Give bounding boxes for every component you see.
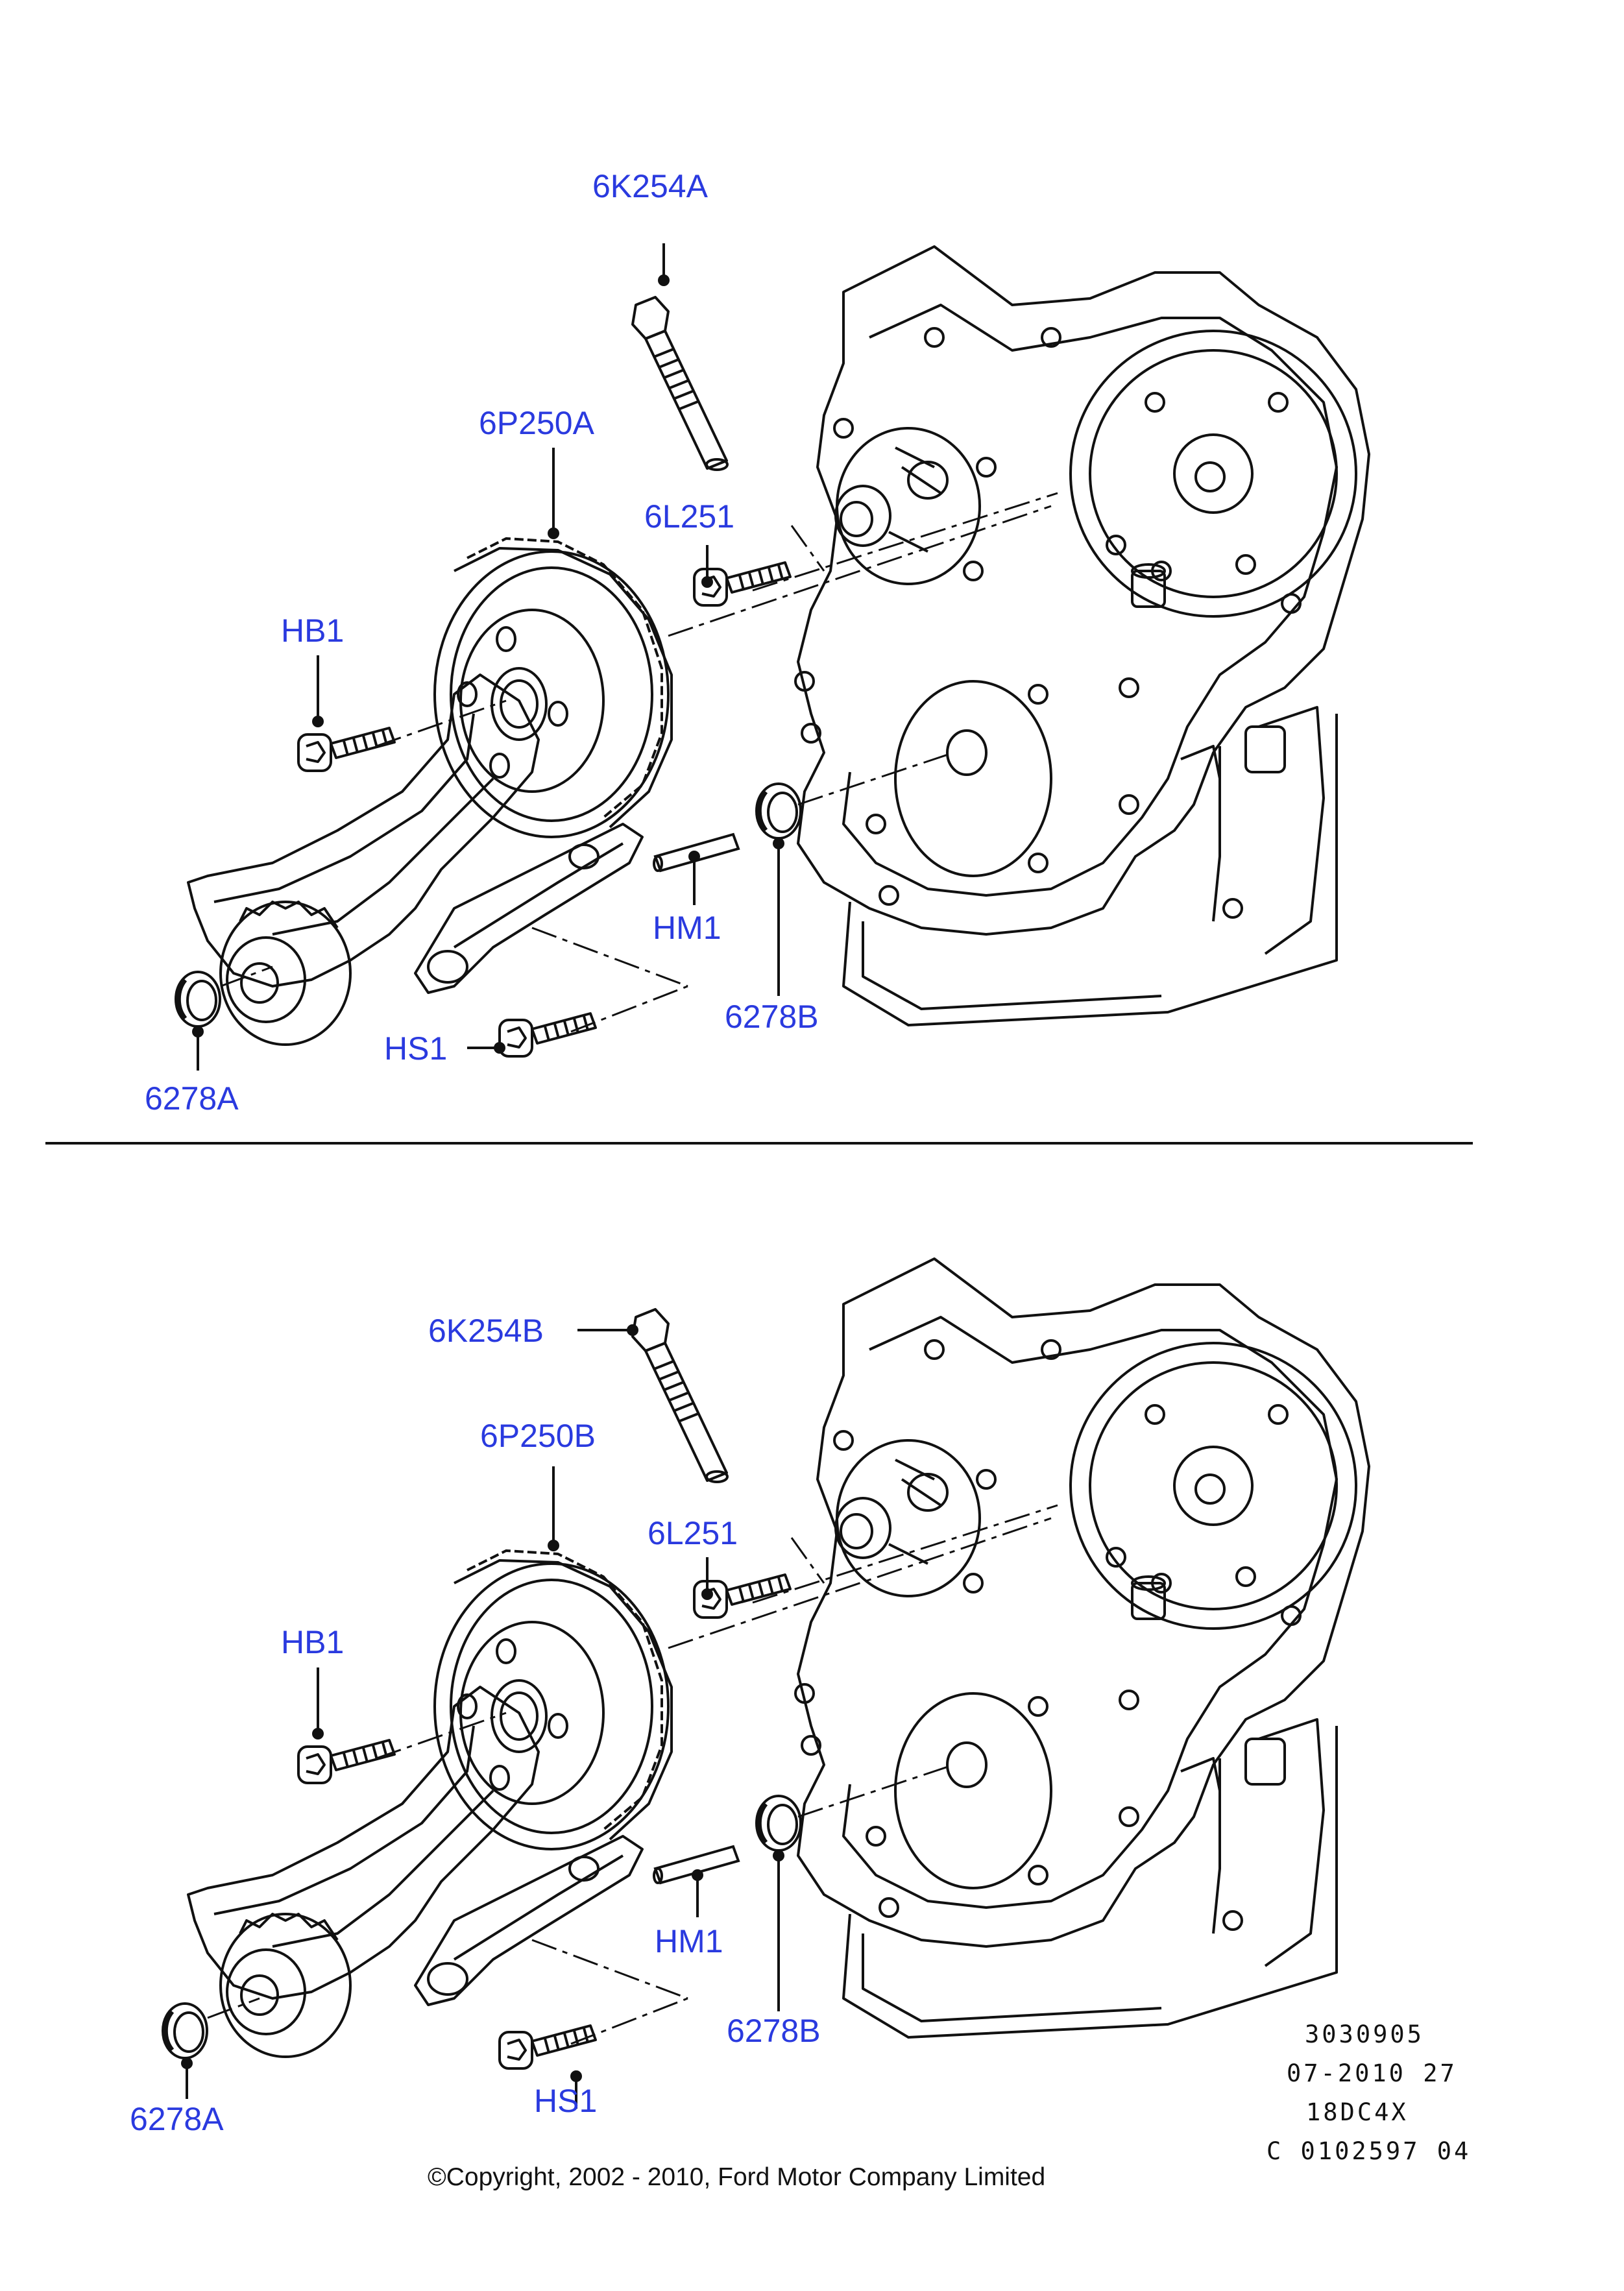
label-guide-screw-top[interactable]: HS1	[384, 1030, 448, 1067]
guide-bolt-bottom	[297, 1739, 396, 1784]
engine-block-bottom	[794, 1257, 1370, 2039]
guide-bolt-top	[297, 727, 396, 772]
label-chain-kit-bottom[interactable]: 6P250B	[480, 1418, 596, 1454]
bottom-panel-artwork	[163, 1257, 1370, 2109]
reference-line-1: 3030905	[1305, 2020, 1424, 2048]
seal-inner-bottom	[757, 1796, 801, 1850]
label-tensioner-bolt-bottom[interactable]: 6L251	[648, 1515, 738, 1551]
crankshaft-bolt-top	[631, 296, 729, 471]
seal-inner-top	[757, 784, 801, 838]
label-guide-screw-bottom[interactable]: HS1	[534, 2083, 598, 2119]
label-guide-bolt-bottom[interactable]: HB1	[281, 1624, 345, 1660]
guide-screw-bottom	[498, 2024, 597, 2070]
label-dowel-pin-top[interactable]: HM1	[653, 910, 721, 946]
label-seal-outer-top[interactable]: 6278A	[145, 1080, 239, 1117]
reference-line-2: 07-2010 27	[1287, 2059, 1457, 2087]
label-seal-inner-top[interactable]: 6278B	[725, 999, 819, 1035]
reference-line-3: 18DC4X	[1306, 2098, 1409, 2126]
label-guide-bolt-top[interactable]: HB1	[281, 612, 345, 649]
timing-assembly-bottom	[187, 1549, 673, 2058]
engine-block-top	[794, 245, 1370, 1026]
label-seal-outer-bottom[interactable]: 6278A	[130, 2101, 224, 2137]
label-seal-inner-bottom[interactable]: 6278B	[727, 2013, 821, 2049]
seal-outer-top	[176, 972, 220, 1026]
label-crankshaft-bolt-top[interactable]: 6K254A	[592, 168, 708, 204]
label-crankshaft-bolt-bottom[interactable]: 6K254B	[428, 1313, 544, 1349]
timing-assembly-top	[187, 537, 673, 1046]
copyright-notice: ©Copyright, 2002 - 2010, Ford Motor Comp…	[428, 2163, 1046, 2191]
label-dowel-pin-bottom[interactable]: HM1	[655, 1923, 723, 1959]
reference-line-4: C 0102597 04	[1266, 2137, 1472, 2165]
label-tensioner-bolt-top[interactable]: 6L251	[644, 498, 735, 535]
guide-screw-top	[498, 1012, 597, 1058]
crankshaft-bolt-bottom	[631, 1308, 729, 1483]
seal-outer-bottom	[163, 2004, 207, 2058]
top-panel-artwork	[176, 243, 1370, 1071]
label-chain-kit-top[interactable]: 6P250A	[479, 405, 594, 441]
